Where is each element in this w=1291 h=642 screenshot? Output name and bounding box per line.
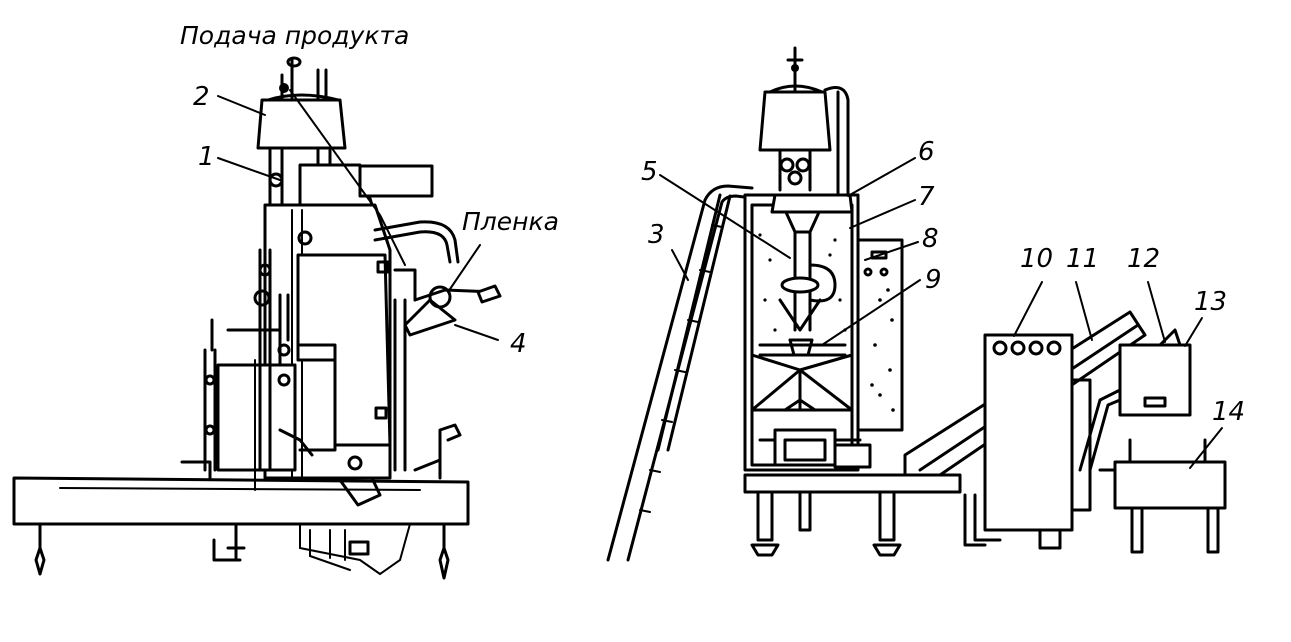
left-base-feet xyxy=(34,522,450,580)
right-base-feet xyxy=(750,490,902,557)
label-8: 8 xyxy=(922,224,939,254)
control-panel xyxy=(856,238,904,432)
label-product-feed: Подача продукта xyxy=(180,21,409,50)
left-valve xyxy=(268,146,434,207)
left-side-column xyxy=(180,248,291,480)
label-3: 3 xyxy=(648,220,665,250)
label-11: 11 xyxy=(1066,244,1099,274)
left-leader-lines xyxy=(217,95,499,341)
left-base-frame xyxy=(12,476,470,526)
label-9: 9 xyxy=(925,265,942,295)
right-hopper xyxy=(758,90,832,152)
right-base xyxy=(743,473,962,494)
label-5: 5 xyxy=(641,157,658,187)
console-gauges xyxy=(992,340,1062,356)
label-10: 10 xyxy=(1020,244,1053,274)
label-13: 13 xyxy=(1194,287,1227,317)
left-lower-block xyxy=(216,363,297,472)
left-film-tube xyxy=(373,220,460,264)
left-machine-side-view xyxy=(12,56,502,580)
label-14: 14 xyxy=(1212,397,1245,427)
label-6: 6 xyxy=(918,137,935,167)
ladder xyxy=(606,184,754,562)
left-under-pipes xyxy=(299,523,411,576)
receiving-table xyxy=(1113,460,1227,510)
console-cabinet xyxy=(983,333,1074,532)
label-4: 4 xyxy=(510,329,527,359)
collection-box xyxy=(1118,343,1192,417)
label-12: 12 xyxy=(1127,244,1160,274)
right-machine-front-view xyxy=(606,46,1227,562)
label-2: 2 xyxy=(193,82,210,112)
control-panel-dots xyxy=(863,250,895,412)
right-leader-lines xyxy=(659,157,1223,469)
label-film: Пленка xyxy=(462,207,559,236)
label-7: 7 xyxy=(918,182,935,212)
label-1: 1 xyxy=(198,142,215,172)
left-film-reel xyxy=(403,284,502,337)
